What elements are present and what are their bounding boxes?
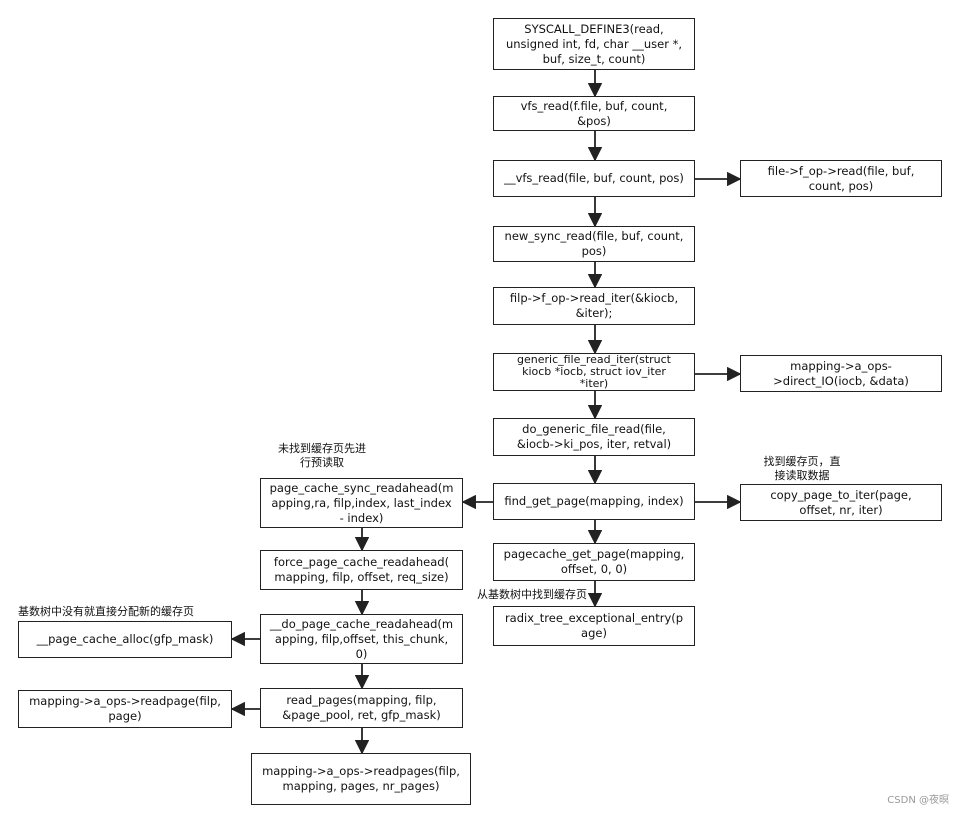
node-do-generic-file-read: do_generic_file_read(file, &iocb->ki_pos… bbox=[493, 418, 695, 456]
node-read-pages: read_pages(mapping, filp, &page_pool, re… bbox=[260, 688, 463, 728]
node-page-cache-alloc: __page_cache_alloc(gfp_mask) bbox=[18, 621, 232, 658]
node-do-readahead: __do_page_cache_readahead(m apping, filp… bbox=[260, 614, 463, 664]
node-readpages: mapping->a_ops->readpages(filp, mapping,… bbox=[251, 753, 471, 805]
watermark: CSDN @夜暝 bbox=[887, 795, 949, 806]
node-syscall: SYSCALL_DEFINE3(read, unsigned int, fd, … bbox=[493, 18, 695, 70]
node-vfs-read: vfs_read(f.file, buf, count, &pos) bbox=[493, 96, 695, 131]
node-force-readahead: force_page_cache_readahead( mapping, fil… bbox=[260, 550, 463, 590]
node-direct-io: mapping->a_ops- >direct_IO(iocb, &data) bbox=[740, 355, 942, 392]
note-readahead: 未找到缓存页先进 行预读取 bbox=[278, 442, 366, 469]
note-radix: 从基数树中找到缓存页 bbox=[477, 588, 587, 601]
note-alloc: 基数树中没有就直接分配新的缓存页 bbox=[18, 605, 194, 618]
node-find-get-page: find_get_page(mapping, index) bbox=[493, 483, 695, 520]
node-copy-page-to-iter: copy_page_to_iter(page, offset, nr, iter… bbox=[740, 484, 942, 521]
note-direct-read: 找到缓存页，直 接读取数据 bbox=[763, 455, 841, 482]
node-__vfs-read: __vfs_read(file, buf, count, pos) bbox=[493, 160, 695, 197]
node-new-sync-read: new_sync_read(file, buf, count, pos) bbox=[493, 226, 695, 262]
node-radix-tree: radix_tree_exceptional_entry(p age) bbox=[493, 606, 695, 646]
node-pagecache-get-page: pagecache_get_page(mapping, offset, 0, 0… bbox=[493, 543, 695, 581]
node-generic-file-read-iter: generic_file_read_iter(struct kiocb *ioc… bbox=[493, 353, 695, 391]
node-sync-readahead: page_cache_sync_readahead(m apping,ra, f… bbox=[260, 478, 463, 528]
node-read-iter: filp->f_op->read_iter(&kiocb, &iter); bbox=[493, 287, 695, 325]
node-fop-read: file->f_op->read(file, buf, count, pos) bbox=[740, 160, 942, 197]
node-readpage: mapping->a_ops->readpage(filp, page) bbox=[18, 690, 232, 728]
